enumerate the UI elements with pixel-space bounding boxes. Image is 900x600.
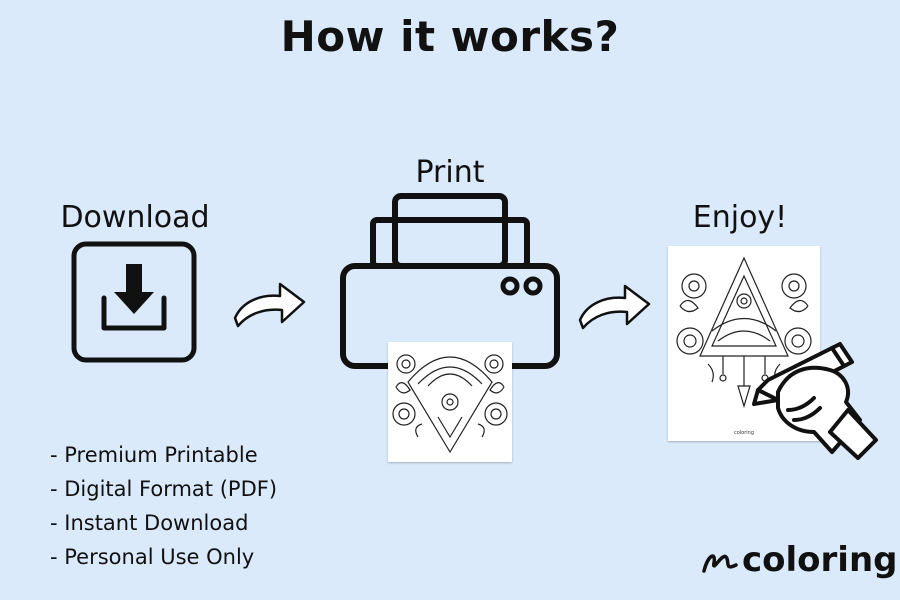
feature-item: - Personal Use Only xyxy=(50,545,255,569)
hand-pencil-icon xyxy=(752,342,878,460)
feature-item: - Instant Download xyxy=(50,511,249,535)
printed-coloring-page xyxy=(388,342,512,462)
arrow-right-icon xyxy=(233,282,306,328)
feature-item: - Premium Printable xyxy=(50,443,258,467)
page-title: How it works? xyxy=(280,12,620,61)
step-label-print: Print xyxy=(415,155,485,190)
printer-icon xyxy=(340,193,560,369)
download-icon xyxy=(71,241,197,363)
brand-logo: coloring xyxy=(700,540,898,580)
brand-swirl-icon xyxy=(702,554,738,573)
feature-list: - Premium Printable - Digital Format (PD… xyxy=(50,438,277,574)
feature-item: - Digital Format (PDF) xyxy=(50,477,278,501)
svg-text:coloring: coloring xyxy=(734,430,754,436)
step-label-enjoy: Enjoy! xyxy=(692,200,788,235)
step-label-download: Download xyxy=(60,200,210,235)
arrow-right-icon xyxy=(578,284,651,330)
brand-name: coloring xyxy=(742,540,898,580)
